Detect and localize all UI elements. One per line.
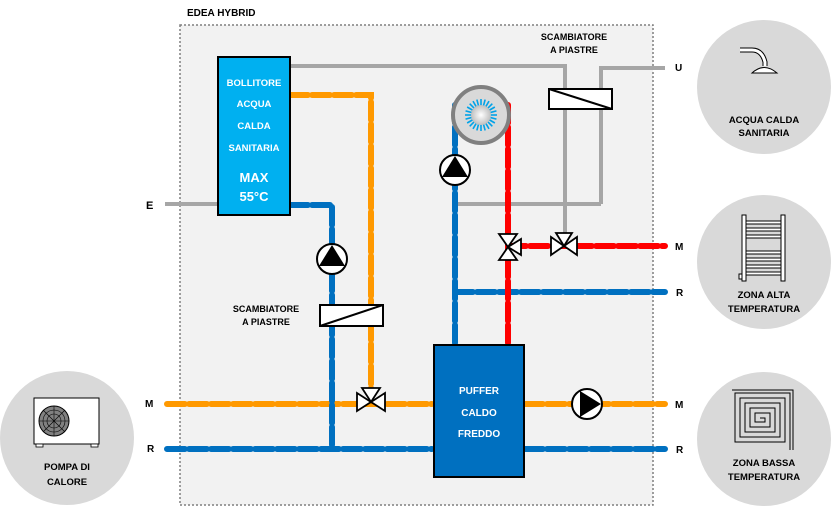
dhw-label-2: SANITARIA xyxy=(738,128,789,139)
port-label-heat-pump-supply: M xyxy=(145,399,153,410)
red-pipes xyxy=(505,102,668,348)
burner-flame-ray xyxy=(466,106,474,112)
dhw-unit-circle xyxy=(697,20,831,154)
burner-flame-ray xyxy=(484,122,490,130)
exchanger-dhw-label-2: A PIASTRE xyxy=(550,45,598,55)
boiler-label-3: CALDA xyxy=(237,121,270,132)
puffer-label-2: CALDO xyxy=(461,408,497,419)
high-temp-zone-label-1: ZONA ALTA xyxy=(738,290,791,301)
boiler-label-2: ACQUA xyxy=(237,99,272,110)
burner-flame-ray xyxy=(472,100,478,108)
exchanger-boiler-label-1: SCAMBIATORE xyxy=(233,304,299,314)
boiler-label-4: SANITARIA xyxy=(228,143,279,154)
circulation-pump-boiler xyxy=(316,243,348,275)
boiler-max-label: MAX xyxy=(240,170,269,185)
domestic-water-pipes xyxy=(165,64,665,238)
three-way-valve-red-horizontal xyxy=(550,232,578,257)
port-label-high-temp-return: R xyxy=(676,288,684,299)
system-title: EDEA HYBRID xyxy=(187,8,256,19)
port-label-heat-pump-return: R xyxy=(147,444,155,455)
burner-flame-ray xyxy=(476,123,480,131)
high-temp-zone-circle xyxy=(697,195,831,329)
three-way-valve-heatpump xyxy=(356,387,386,413)
gas-burner-icon xyxy=(451,85,511,145)
burner-flame-ray xyxy=(469,120,476,127)
boiler-max-temp: 55°C xyxy=(239,189,269,204)
blue-pipes xyxy=(164,102,668,452)
burner-flame-ray xyxy=(466,118,474,124)
heat-pump-label-1: POMPA DI xyxy=(44,462,90,473)
exchanger-boiler-label-2: A PIASTRE xyxy=(242,317,290,327)
exchanger-dhw-label-1: SCAMBIATORE xyxy=(541,32,607,42)
port-label-high-temp-supply: M xyxy=(675,242,683,253)
burner-flame-ray xyxy=(488,106,496,112)
burner-flame-ray xyxy=(465,116,473,120)
heat-pump-fan-icon xyxy=(33,397,100,448)
plate-heat-exchanger-dhw: SCAMBIATORE A PIASTRE xyxy=(541,32,613,110)
burner-flame-ray xyxy=(489,110,497,114)
burner-flame-ray xyxy=(472,122,478,130)
circulation-pump-low-temp xyxy=(571,388,603,420)
boiler-label-1: BOLLITORE xyxy=(227,78,282,89)
low-temp-zone-label-1: ZONA BASSA xyxy=(733,458,796,469)
high-temp-zone-label-2: TEMPERATURA xyxy=(728,304,800,315)
low-temp-zone-label-2: TEMPERATURA xyxy=(728,472,800,483)
puffer-label-1: PUFFER xyxy=(459,386,500,397)
shower-head-icon xyxy=(740,47,779,74)
underfloor-coil-icon xyxy=(732,389,794,450)
towel-radiator-icon xyxy=(738,214,786,282)
burner-flame-ray xyxy=(469,103,476,110)
port-label-low-temp-return: R xyxy=(676,445,684,456)
burner-flame-ray xyxy=(486,120,493,127)
port-label-inlet: E xyxy=(146,200,153,212)
circulation-pump-burner xyxy=(439,154,471,186)
burner-flame-ray xyxy=(484,100,490,108)
port-label-outlet: U xyxy=(675,63,682,74)
dhw-label-1: ACQUA CALDA xyxy=(729,115,800,126)
boiler-tank: BOLLITORE ACQUA CALDA SANITARIA MAX 55°C xyxy=(217,56,291,216)
puffer-tank: PUFFER CALDO FREDDO xyxy=(433,344,525,478)
plate-heat-exchanger-boiler: SCAMBIATORE A PIASTRE xyxy=(233,304,384,327)
burner-flame-ray xyxy=(482,123,486,131)
burner-flame-ray xyxy=(488,118,496,124)
low-temp-zone-circle xyxy=(697,372,831,506)
burner-flame-ray xyxy=(489,116,497,120)
puffer-label-3: FREDDO xyxy=(458,429,500,440)
three-way-valve-red-vertical xyxy=(497,233,522,261)
burner-flame-ray xyxy=(486,103,493,110)
burner-flame-ray xyxy=(476,99,480,107)
burner-flame-ray xyxy=(482,99,486,107)
heat-pump-label-2: CALORE xyxy=(47,477,87,488)
burner-flame-ray xyxy=(465,110,473,114)
port-label-low-temp-supply: M xyxy=(675,400,683,411)
